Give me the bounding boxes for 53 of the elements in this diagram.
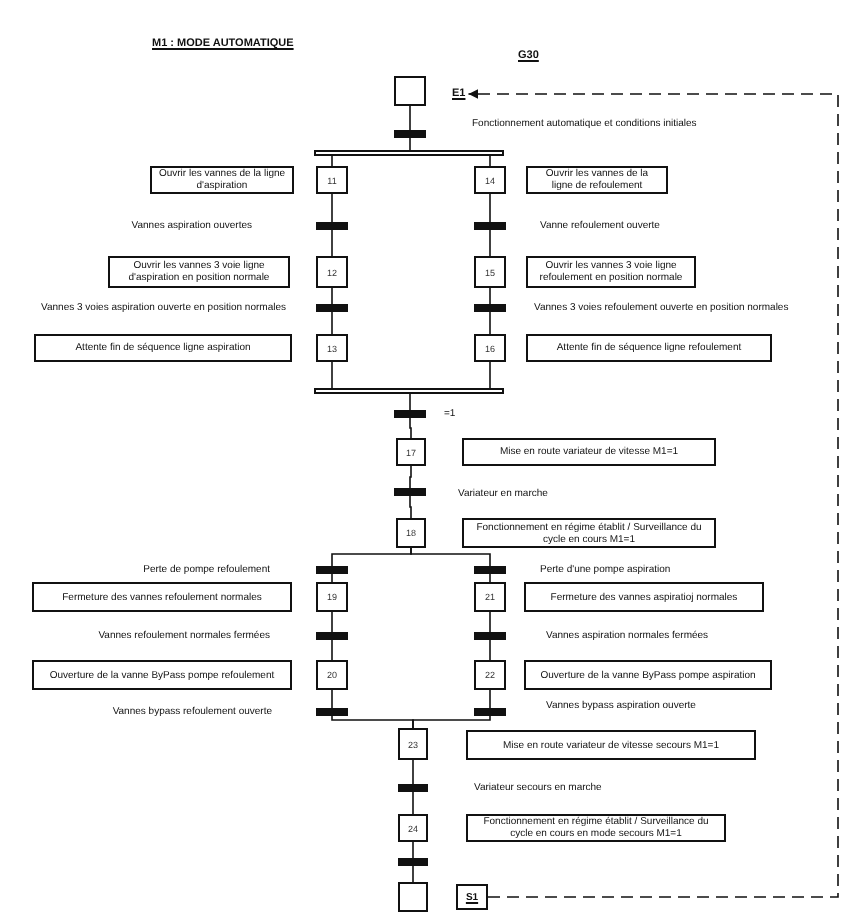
transition-bar bbox=[474, 708, 506, 716]
transition-bar bbox=[316, 566, 348, 574]
transition-bar bbox=[316, 304, 348, 312]
link-line bbox=[489, 611, 491, 633]
link-line bbox=[409, 393, 411, 411]
parallel-branch-bar bbox=[314, 150, 504, 156]
link-line bbox=[331, 193, 333, 223]
transition-bar bbox=[474, 566, 506, 574]
step-box bbox=[398, 882, 428, 912]
transition-bar bbox=[316, 708, 348, 716]
link-line bbox=[331, 547, 412, 567]
transition-bar bbox=[398, 858, 428, 866]
step-box bbox=[394, 76, 426, 106]
jump-arrow bbox=[467, 89, 839, 898]
transition-bar bbox=[394, 130, 426, 138]
link-line bbox=[331, 689, 333, 709]
link-line bbox=[489, 639, 491, 661]
link-line bbox=[409, 495, 412, 519]
link-line bbox=[331, 361, 333, 389]
link-line bbox=[331, 639, 333, 661]
link-line bbox=[331, 573, 333, 583]
link-line bbox=[412, 791, 414, 815]
link-line bbox=[409, 105, 411, 131]
link-line bbox=[489, 311, 491, 335]
link-line bbox=[412, 841, 414, 859]
link-line bbox=[409, 465, 412, 489]
transition-bar bbox=[316, 222, 348, 230]
link-line bbox=[412, 759, 414, 785]
transition-bar bbox=[394, 410, 426, 418]
transition-bar bbox=[474, 304, 506, 312]
link-line bbox=[331, 287, 333, 305]
link-line bbox=[331, 229, 333, 257]
link-line bbox=[409, 417, 412, 439]
link-line bbox=[409, 137, 411, 151]
link-line bbox=[489, 361, 491, 389]
link-line bbox=[331, 311, 333, 335]
link-line bbox=[412, 715, 491, 729]
link-line bbox=[489, 287, 491, 305]
transition-bar bbox=[474, 222, 506, 230]
link-line bbox=[331, 155, 333, 167]
link-line bbox=[489, 689, 491, 709]
parallel-branch-bar bbox=[314, 388, 504, 394]
transition-bar bbox=[398, 784, 428, 792]
transition-bar bbox=[394, 488, 426, 496]
link-line bbox=[489, 573, 491, 583]
transition-bar bbox=[474, 632, 506, 640]
transition-bar bbox=[316, 632, 348, 640]
link-line bbox=[412, 865, 414, 883]
link-line bbox=[489, 229, 491, 257]
link-line bbox=[331, 611, 333, 633]
link-line bbox=[489, 193, 491, 223]
link-line bbox=[489, 155, 491, 167]
link-line bbox=[410, 547, 491, 567]
